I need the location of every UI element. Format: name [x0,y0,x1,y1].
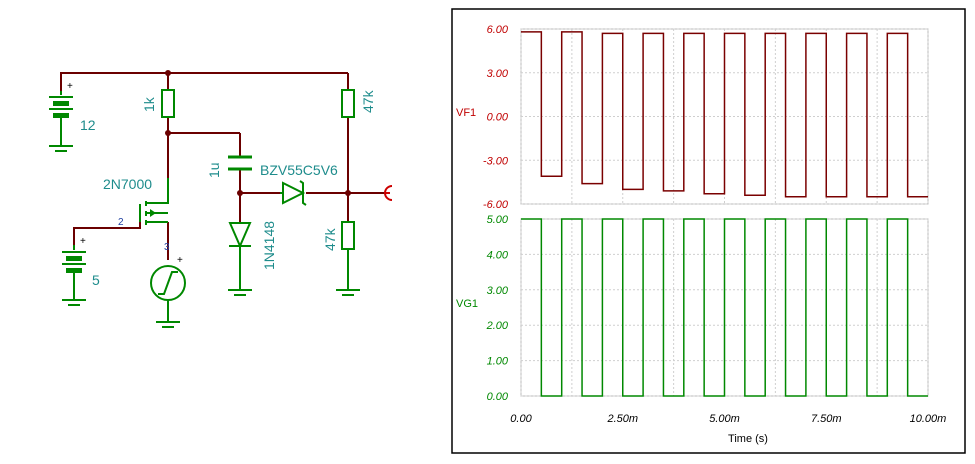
x-axis-label: Time (s) [728,433,768,445]
generator-plus-sign: + [177,255,183,266]
y-tick-label: -3.00 [483,155,509,167]
y-tick-label: 5.00 [487,214,509,226]
vg1-trace [521,218,928,397]
battery1-value: 12 [80,117,96,133]
y-tick-label: 0.00 [487,112,509,124]
vg1-axis-label: VG1 [456,298,478,310]
x-tick-label: 5.00m [709,413,740,425]
y-tick-label: 6.00 [487,24,509,36]
x-tick-label: 0.00 [510,413,532,425]
plot-vg1: 5.00 4.00 3.00 2.00 1.00 0.00 VG1 [456,214,929,403]
y-tick-label: 2.00 [486,320,509,332]
diode-1n4148[interactable] [228,222,252,296]
vf1-trace [521,31,928,198]
resistor-47k-top[interactable] [341,89,355,118]
y-tick-label: 3.00 [487,285,509,297]
signal-generator[interactable]: + [150,255,186,328]
zener-diode[interactable] [280,180,307,206]
battery-12v[interactable]: + [49,81,73,152]
mosfet-label: 2N7000 [103,176,152,192]
battery-5v[interactable]: + [62,236,86,306]
r3-label: 47k [322,227,338,251]
y-tick-label: 3.00 [487,68,509,80]
x-tick-label: 10.00m [910,413,947,425]
zener-label: BZV55C5V6 [260,162,338,178]
vf1-axis-label: VF1 [456,107,476,119]
junction-dots [165,70,351,196]
y-tick-label: 4.00 [487,249,509,261]
x-tick-label: 7.50m [811,413,842,425]
capacitor-1u[interactable] [228,155,252,171]
r2-label: 47k [360,89,376,113]
c1-label: 1u [206,162,222,178]
battery2-value: 5 [92,272,100,288]
battery-plus-sign: + [67,81,73,92]
plot-vf1: 6.00 3.00 0.00 -3.00 -6.00 VF1 [456,24,929,211]
y-tick-label: 1.00 [487,356,509,368]
x-tick-label: 2.50m [606,413,638,425]
mosfet-2n7000[interactable] [139,178,169,225]
resistor-1k[interactable] [161,89,175,118]
pin-source: 3 [164,242,170,253]
y-tick-label: -6.00 [483,199,509,211]
circuit-schematic: + 12 + 5 1k 47k 47k 1u BZV55C5V6 [49,70,393,328]
diode-label: 1N4148 [261,221,277,270]
battery-plus-sign: + [80,236,86,247]
r1-label: 1k [141,96,157,112]
y-tick-label: 0.00 [487,391,509,403]
pin-gate: 2 [118,217,124,228]
